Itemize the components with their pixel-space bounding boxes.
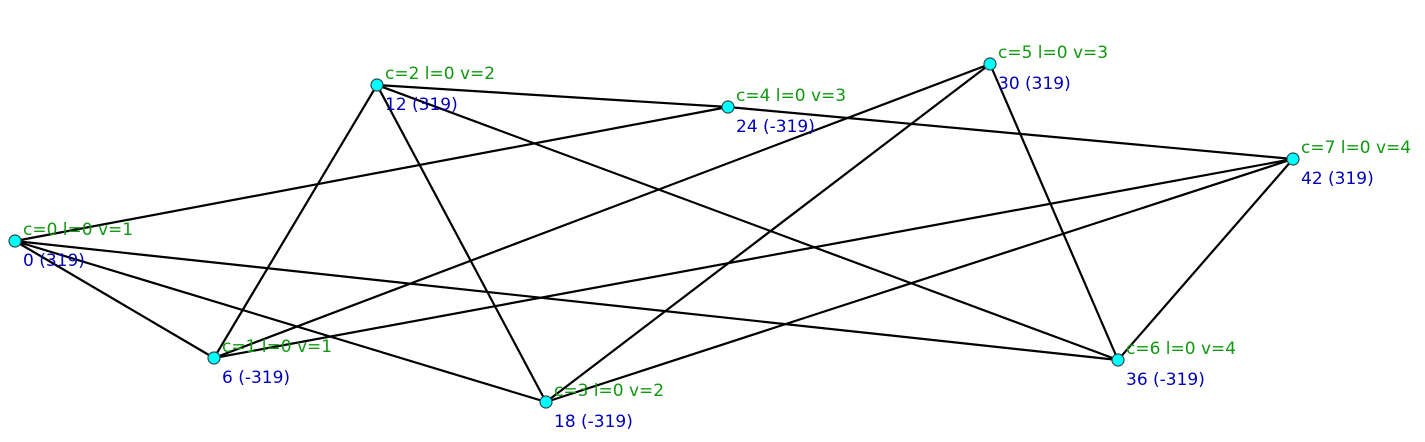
node-label: c=3 l=0 v=2 <box>554 381 664 401</box>
edge-n2-n4 <box>375 83 730 109</box>
node-sublabel: 42 (319) <box>1301 169 1374 189</box>
node-label: c=1 l=0 v=1 <box>222 337 332 357</box>
node-sublabel: 6 (-319) <box>222 368 290 388</box>
node-label: c=7 l=0 v=4 <box>1301 138 1411 158</box>
edge-n3-n7 <box>544 157 1295 404</box>
edge-n4-n7 <box>726 105 1295 161</box>
node-sublabel: 18 (-319) <box>554 412 633 432</box>
edge-n5-n6 <box>988 62 1120 362</box>
edge-n0-n6 <box>13 239 1120 362</box>
node-sublabel: 12 (319) <box>385 95 458 115</box>
node-sublabel: 30 (319) <box>998 74 1071 94</box>
node-n7[interactable] <box>1286 152 1300 166</box>
node-label: c=0 l=0 v=1 <box>23 220 133 240</box>
node-label: c=5 l=0 v=3 <box>998 43 1108 63</box>
node-sublabel: 0 (319) <box>23 251 85 271</box>
edge-n1-n5 <box>212 62 992 360</box>
edge-n1-n2 <box>212 83 379 360</box>
node-n2[interactable] <box>370 78 384 92</box>
node-label: c=6 l=0 v=4 <box>1126 339 1236 359</box>
node-sublabel: 36 (-319) <box>1126 370 1205 390</box>
edge-n0-n3 <box>13 239 548 404</box>
node-sublabel: 24 (-319) <box>736 117 815 137</box>
node-n1[interactable] <box>207 351 221 365</box>
edge-n3-n5 <box>544 62 992 404</box>
edge-n6-n7 <box>1116 157 1295 362</box>
edge-n0-n1 <box>13 239 216 360</box>
edge-n2-n6 <box>375 83 1120 362</box>
edge-n0-n4 <box>13 105 730 243</box>
node-n0[interactable] <box>8 234 22 248</box>
labels-layer: c=0 l=0 v=1 0 (319) c=1 l=0 v=1 6 (-319) c=2… <box>23 43 1411 432</box>
nodes-layer <box>8 57 1300 409</box>
node-n5[interactable] <box>983 57 997 71</box>
edges-layer <box>13 62 1295 404</box>
edge-n2-n3 <box>375 83 548 404</box>
node-label: c=2 l=0 v=2 <box>385 64 495 84</box>
node-n4[interactable] <box>721 100 735 114</box>
node-n3[interactable] <box>539 395 553 409</box>
node-n6[interactable] <box>1111 353 1125 367</box>
node-label: c=4 l=0 v=3 <box>736 86 846 106</box>
edge-n1-n7 <box>212 157 1295 360</box>
